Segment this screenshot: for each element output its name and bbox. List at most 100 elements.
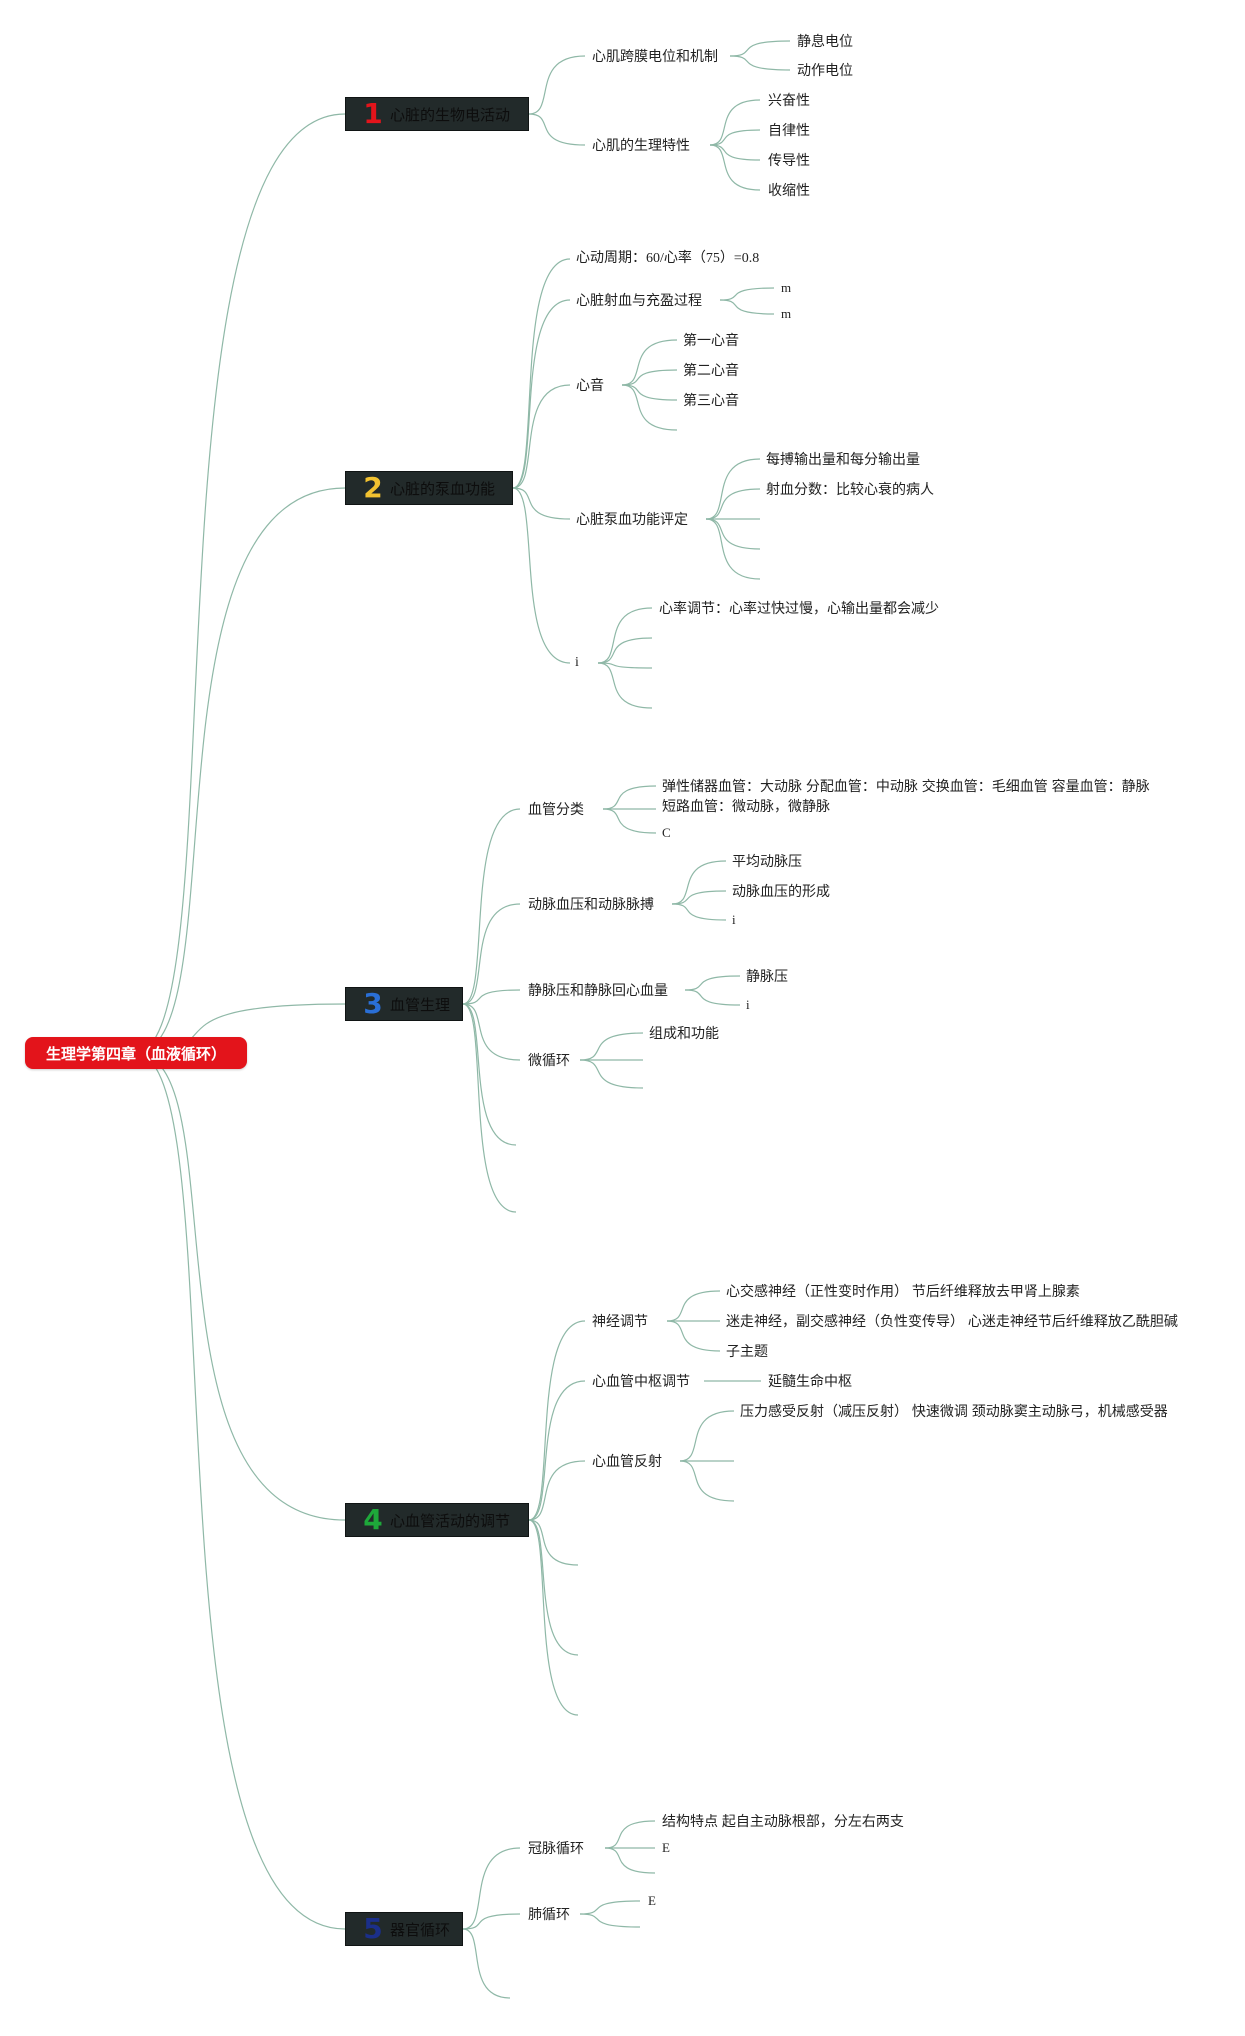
subtopic-connector [528, 55, 586, 115]
leaf-topic[interactable]: 第一心音 [683, 332, 739, 348]
leaf-connector [709, 144, 761, 161]
subtopic[interactable]: 心脏泵血功能评定 [576, 511, 688, 527]
subtopic[interactable]: 静脉压和静脉回心血量 [528, 982, 668, 998]
subtopic[interactable]: 血管分类 [528, 801, 584, 817]
leaf-topic[interactable]: 迷走神经，副交感神经（负性变传导） 心迷走神经节后纤维释放乙酰胆碱 [726, 1313, 1178, 1329]
leaf-connector [621, 369, 678, 386]
leaf-connector [705, 488, 761, 520]
root-branch-connector [134, 113, 346, 1054]
branch-2-topic[interactable]: 2 心脏的泵血功能 [345, 471, 513, 505]
leaf-topic[interactable]: 射血分数：比较心衰的病人 [766, 481, 934, 497]
leaf-topic[interactable]: 兴奋性 [768, 92, 810, 108]
branch-4-label: 心血管活动的调节 [390, 1512, 511, 1530]
root-branch-connector [134, 1052, 346, 1521]
branch-5-topic[interactable]: 5 器官循环 [345, 1912, 463, 1946]
subtopic[interactable]: 肺循环 [528, 1906, 570, 1922]
leaf-topic[interactable]: 收缩性 [768, 182, 810, 198]
leaf-connector [604, 1847, 656, 1874]
leaf-topic[interactable]: 延髓生命中枢 [768, 1373, 852, 1389]
leaf-topic[interactable]: 第二心音 [683, 362, 739, 378]
subtopic-connector [528, 1519, 579, 1716]
subtopic-connector [462, 903, 521, 1005]
leaf-connector [729, 40, 791, 57]
subtopic[interactable]: 微循环 [528, 1052, 570, 1068]
leaf-topic[interactable]: i [732, 912, 736, 927]
branch-5-label: 器官循环 [390, 1921, 451, 1939]
leaf-topic[interactable]: 心率调节：心率过快过慢，心输出量都会减少 [659, 600, 939, 616]
branch-3-topic[interactable]: 3 血管生理 [345, 987, 463, 1021]
leaf-topic[interactable]: 平均动脉压 [732, 853, 802, 869]
subtopic[interactable]: 心音 [576, 377, 604, 393]
subtopic-connector [462, 1003, 517, 1146]
branch-4-topic[interactable]: 4 心血管活动的调节 [345, 1503, 529, 1537]
subtopic[interactable]: 心动周期：60/心率（75）=0.8 [576, 251, 760, 266]
subtopic[interactable]: 心脏射血与充盈过程 [576, 292, 702, 308]
branch-1-topic[interactable]: 1 心脏的生物电活动 [345, 97, 529, 131]
branch-1-number: 1 [363, 97, 383, 130]
subtopic-connector [462, 1847, 521, 1930]
leaf-topic[interactable]: m [781, 280, 792, 295]
leaf-connector [684, 975, 741, 991]
leaf-topic[interactable]: 自律性 [768, 122, 810, 138]
subtopic[interactable]: 心血管反射 [592, 1453, 662, 1469]
leaf-topic[interactable]: 结构特点 起自主动脉根部，分左右两支 [662, 1813, 904, 1829]
leaf-topic[interactable]: 传导性 [768, 152, 810, 168]
leaf-topic[interactable]: 每搏输出量和每分输出量 [766, 451, 920, 467]
subtopic-connector [512, 487, 571, 664]
leaf-topic[interactable]: C [662, 825, 671, 840]
leaf-connector [729, 55, 791, 71]
leaf-connector [666, 1290, 721, 1322]
subtopic[interactable]: 冠脉循环 [528, 1840, 584, 1856]
leaf-connector [709, 129, 761, 146]
subtopic-connector [528, 1519, 579, 1656]
subtopic-connector [462, 1003, 521, 1061]
leaf-connector [679, 1460, 735, 1502]
subtopic-connector [528, 113, 586, 146]
leaf-connector [621, 384, 678, 401]
subtopic-connector [528, 1519, 579, 1566]
subtopic[interactable]: 心血管中枢调节 [592, 1373, 690, 1389]
subtopic[interactable]: 心肌跨膜电位和机制 [592, 48, 718, 64]
leaf-connector [579, 1032, 644, 1061]
subtopic-connector [512, 384, 571, 489]
subtopic[interactable]: i [575, 655, 579, 670]
leaf-topic[interactable]: 静息电位 [797, 33, 853, 49]
leaf-topic[interactable]: 心交感神经（正性变时作用） 节后纤维释放去甲肾上腺素 [726, 1283, 1080, 1299]
subtopic[interactable]: 动脉血压和动脉脉搏 [528, 896, 654, 912]
root-topic[interactable]: 生理学第四章（血液循环） [25, 1037, 247, 1069]
leaf-connector [671, 903, 727, 921]
leaf-topic[interactable]: E [662, 1840, 670, 1855]
subtopic[interactable]: 神经调节 [592, 1313, 648, 1329]
leaf-connector [597, 662, 653, 669]
leaf-topic[interactable]: 压力感受反射（减压反射） 快速微调 颈动脉窦主动脉弓，机械感受器 [740, 1403, 1168, 1419]
subtopic-connector [462, 1928, 511, 1999]
branch-4-number: 4 [363, 1503, 383, 1536]
leaf-topic[interactable]: i [746, 997, 750, 1012]
subtopic-connector [462, 1003, 517, 1213]
branch-1-label: 心脏的生物电活动 [390, 106, 511, 124]
leaf-topic[interactable]: 弹性储器血管：大动脉 分配血管：中动脉 交换血管：毛细血管 容量血管：静脉 [662, 778, 1150, 794]
leaf-connector [679, 1410, 735, 1462]
leaf-connector [621, 384, 678, 431]
leaf-topic[interactable]: 动作电位 [797, 62, 853, 78]
root-branch-connector [134, 1052, 346, 1930]
subtopic-connector [528, 1380, 586, 1521]
leaf-topic[interactable]: 静脉压 [746, 968, 788, 984]
leaf-topic[interactable]: 子主题 [726, 1343, 768, 1359]
leaf-connector [709, 99, 761, 146]
leaf-connector [579, 1900, 641, 1915]
leaf-connector [705, 518, 761, 550]
leaf-topic[interactable]: E [648, 1893, 656, 1908]
leaf-topic[interactable]: m [781, 306, 792, 321]
leaf-topic[interactable]: 组成和功能 [649, 1025, 719, 1041]
subtopic-connector [462, 808, 521, 1005]
leaf-topic[interactable]: 第三心音 [683, 392, 739, 408]
leaf-connector [597, 607, 653, 664]
leaf-topic[interactable]: 动脉血压的形成 [732, 883, 830, 899]
leaf-connector [579, 1059, 644, 1089]
leaf-connector [671, 890, 727, 905]
root-topic-label: 生理学第四章（血液循环） [45, 1045, 226, 1063]
subtopic[interactable]: 心肌的生理特性 [592, 137, 690, 153]
leaf-topic[interactable]: 短路血管：微动脉，微静脉 [662, 798, 830, 814]
leaf-connector [602, 808, 657, 834]
